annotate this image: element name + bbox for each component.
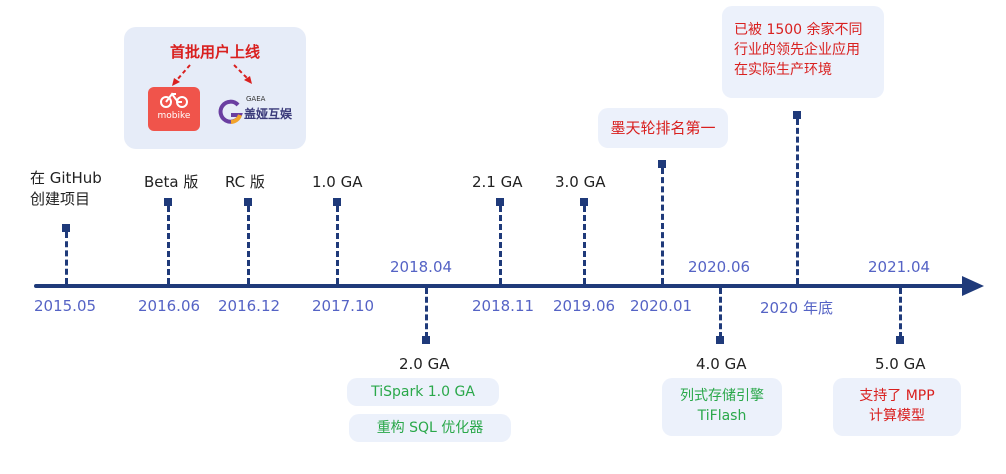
mpp-line-2: 计算模型 xyxy=(869,408,925,424)
milestone-connector-2016-06 xyxy=(167,206,170,284)
milestone-marker-2018-04 xyxy=(422,336,430,344)
tiflash-box: 列式存储引擎 TiFlash xyxy=(662,378,782,436)
date-2020-end: 2020 年底 xyxy=(760,299,833,317)
mobike-logo: mobike xyxy=(148,87,200,131)
date-2021-04: 2021.04 xyxy=(868,258,931,276)
milestone-connector-2018-11 xyxy=(499,206,502,284)
milestone-label-ga10: 1.0 GA xyxy=(312,173,363,191)
milestone-marker-2020-01 xyxy=(658,160,666,168)
date-2018-11: 2018.11 xyxy=(472,297,535,315)
milestone-marker-2018-11 xyxy=(496,198,504,206)
date-2020-01: 2020.01 xyxy=(630,297,693,315)
milestone-marker-2016-06 xyxy=(164,198,172,206)
milestone-connector-2019 xyxy=(583,206,586,284)
mobike-logo-text: mobike xyxy=(157,111,191,121)
tiflash-line-1: 列式存储引擎 xyxy=(680,388,764,404)
milestone-label-ga21: 2.1 GA xyxy=(472,173,523,191)
milestone-label-ga30: 3.0 GA xyxy=(555,173,606,191)
milestone-connector-2015 xyxy=(65,232,68,284)
gaea-g-icon xyxy=(218,99,243,124)
milestone-marker-2020-06 xyxy=(716,336,724,344)
date-2016-06: 2016.06 xyxy=(138,297,201,315)
milestone-marker-2021 xyxy=(896,336,904,344)
milestone-connector-2020-06 xyxy=(719,288,722,338)
milestone-label-beta: Beta 版 xyxy=(144,173,199,191)
milestone-marker-2016-12 xyxy=(244,198,252,206)
timeline-arrow-icon xyxy=(962,276,984,296)
date-2017-10: 2017.10 xyxy=(312,297,375,315)
milestone-connector-2020-end xyxy=(796,119,799,284)
milestone-label-ga40: 4.0 GA xyxy=(696,355,747,373)
milestone-label-github: 在 GitHub 创建项目 xyxy=(30,168,102,210)
first-users-arrows xyxy=(172,64,252,86)
date-2015-05: 2015.05 xyxy=(34,297,97,315)
milestone-marker-2019 xyxy=(580,198,588,206)
date-2019-06: 2019.06 xyxy=(553,297,616,315)
milestone-label-ga50: 5.0 GA xyxy=(875,355,926,373)
milestone-marker-2020-end xyxy=(793,111,801,119)
milestone-marker-2017 xyxy=(333,198,341,206)
mo-tianlun-box: 墨天轮排名第一 xyxy=(598,108,728,148)
milestone-connector-2021 xyxy=(899,288,902,338)
first-users-title: 首批用户上线 xyxy=(169,43,260,61)
milestone-connector-2016-12 xyxy=(247,206,250,284)
enterprises-line-1: 已被 1500 余家不同 xyxy=(734,22,863,38)
tispark-box: TiSpark 1.0 GA xyxy=(347,378,499,406)
tiflash-line-2: TiFlash xyxy=(697,408,747,424)
bike-icon xyxy=(160,92,188,108)
milestone-connector-2017 xyxy=(336,206,339,284)
milestone-label-rc: RC 版 xyxy=(225,173,265,191)
enterprises-line-3: 在实际生产环境 xyxy=(734,62,832,78)
date-2020-06: 2020.06 xyxy=(688,258,751,276)
date-2016-12: 2016.12 xyxy=(218,297,281,315)
github-line-1: 在 GitHub xyxy=(30,169,102,187)
date-2018-04: 2018.04 xyxy=(390,258,453,276)
enterprises-box: 已被 1500 余家不同 行业的领先企业应用 在实际生产环境 xyxy=(722,6,884,98)
gaea-logo: GAEA 盖娅互娱 xyxy=(218,95,292,129)
milestone-label-ga20: 2.0 GA xyxy=(399,355,450,373)
first-users-callout: 首批用户上线 mobike GAEA 盖娅互娱 xyxy=(124,27,306,149)
gaea-small-text: GAEA xyxy=(246,95,266,103)
milestone-connector-2018-04 xyxy=(425,288,428,338)
sql-optimizer-box: 重构 SQL 优化器 xyxy=(349,414,511,442)
milestone-marker-2015 xyxy=(62,224,70,232)
timeline-axis xyxy=(34,284,966,288)
mpp-box: 支持了 MPP 计算模型 xyxy=(833,378,961,436)
milestone-connector-2020-01 xyxy=(661,168,664,284)
github-line-2: 创建项目 xyxy=(30,190,91,208)
mpp-line-1: 支持了 MPP xyxy=(859,388,935,404)
gaea-logo-text: 盖娅互娱 xyxy=(244,107,293,121)
enterprises-line-2: 行业的领先企业应用 xyxy=(734,42,860,58)
